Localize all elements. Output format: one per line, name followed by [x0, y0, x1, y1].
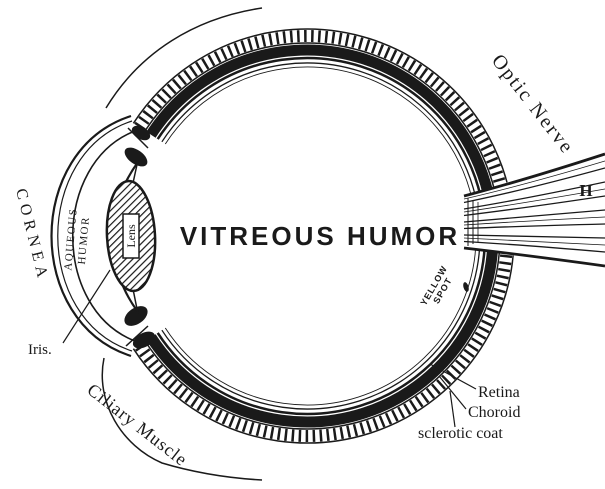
label-vitreous-humor: VITREOUS HUMOR [180, 221, 460, 251]
label-choroid: Choroid [468, 404, 520, 421]
iris-leader-line [62, 269, 111, 344]
nerve-sheath-top [463, 152, 605, 198]
label-sclerotic-coat: sclerotic coat [418, 425, 503, 442]
label-cornea: CORNEA [12, 187, 52, 284]
label-retina: Retina [478, 384, 520, 401]
iris-ciliary-structures [113, 125, 156, 349]
label-aqueous-humor: AQUEOUSHUMOR [62, 207, 92, 272]
yellow-spot-mark [463, 282, 469, 292]
iris-lower-mass [124, 306, 148, 326]
label-aqueous-line1: AQUEOUS [62, 207, 79, 271]
label-optic-nerve-mark: H [579, 181, 592, 200]
sclerotic-leader-line [449, 390, 456, 428]
leader-lines [62, 269, 477, 428]
choroid-leader-line [438, 375, 467, 410]
optic-nerve-bundle [463, 150, 605, 270]
contour-curves [101, 7, 263, 481]
lens-label-box [122, 213, 140, 259]
label-iris: Iris. [28, 342, 52, 358]
label-lens: Lens [124, 224, 138, 248]
cornea-mid-line [57, 120, 133, 352]
cornea-shape [50, 114, 136, 358]
cornea-inner-surface [71, 130, 136, 342]
upper-contour-curve [105, 7, 263, 109]
zonule-upper [132, 159, 139, 184]
lens-shape [105, 179, 157, 293]
zonule-lower [132, 288, 139, 315]
iris-upper-mass [124, 147, 148, 167]
nerve-sheath-bottom [463, 246, 605, 268]
ciliary-muscle-lower-mass [132, 331, 156, 349]
lower-contour-curve [101, 357, 263, 481]
label-yellow-spot: YELLOWSPOT [418, 264, 458, 313]
label-aqueous-line2: HUMOR [76, 216, 92, 265]
retina-leader-line [429, 363, 477, 390]
label-optic-nerve: Optic Nerve [487, 50, 578, 158]
cornea-outer-surface [50, 114, 132, 358]
